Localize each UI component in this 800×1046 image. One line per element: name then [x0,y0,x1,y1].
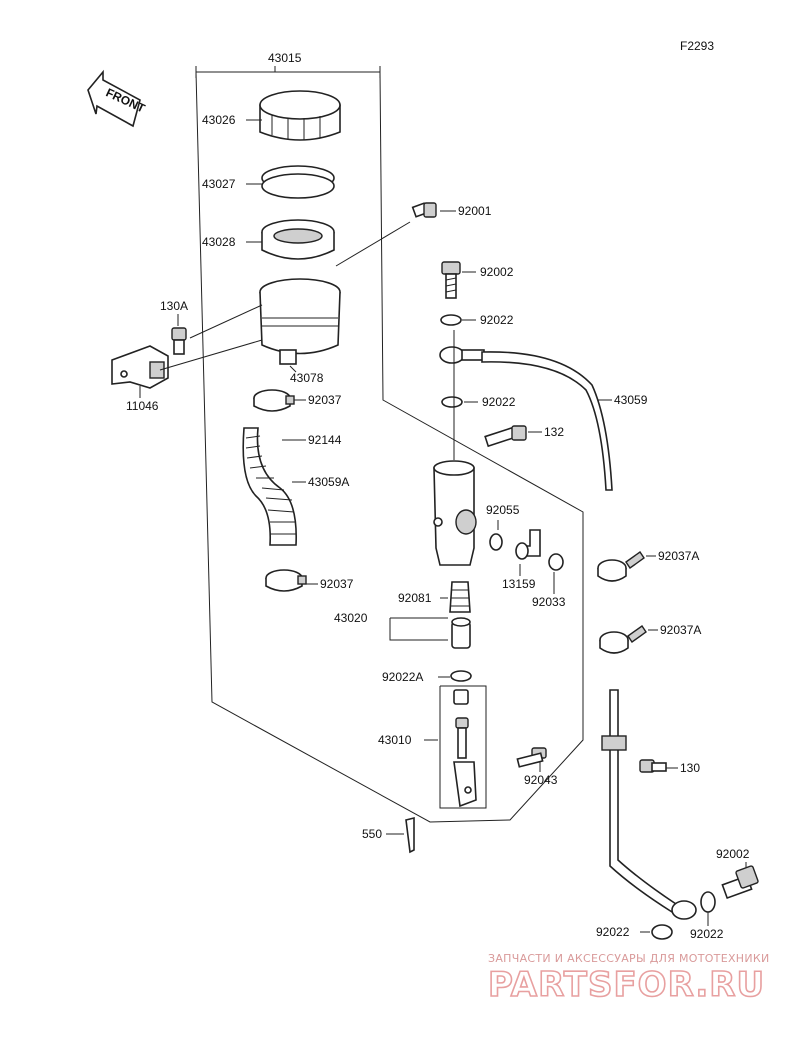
bolt-92001 [411,202,437,218]
reservoir-body [259,278,341,365]
hose-clamp-92037A-lower [599,625,647,654]
label-92022A: 92022A [382,670,423,684]
hose-banjo-fitting-upper [439,346,485,364]
circlip-92033 [548,553,564,571]
bracket-11046 [111,345,169,389]
brake-hose-lower [601,689,697,920]
label-130: 130 [680,761,700,775]
cotter-pin-550 [405,816,415,854]
washer-92022A [450,670,472,682]
o-ring-92055 [489,533,503,551]
washer-92022-a [440,314,462,326]
piston-cup-92081 [449,581,471,613]
label-13159: 13159 [502,577,536,591]
label-43026: 43026 [202,113,236,127]
reservoir-cap-43026 [259,90,341,141]
label-43015: 43015 [268,51,302,65]
push-rod-43010 [453,689,477,808]
master-cylinder-body [433,460,477,566]
pin-92043 [516,747,547,768]
label-92037-upper: 92037 [308,393,342,407]
label-43059: 43059 [614,393,648,407]
label-92037-lower: 92037 [320,577,354,591]
hose-clamp-92037A-upper [597,551,645,582]
washer-92022-d [700,891,716,913]
label-92037A-lower: 92037A [660,623,701,637]
watermark-tagline: ЗАПЧАСТИ И АКСЕССУАРЫ ДЛЯ МОТОТЕХНИКИ [488,952,770,965]
label-92043: 92043 [524,773,558,787]
banjo-bolt-92002-upper [441,261,461,299]
label-43028: 43028 [202,235,236,249]
hose-clamp-92037-upper [253,389,295,412]
bolt-132 [484,425,527,448]
label-43078: 43078 [290,371,324,385]
assembly-outline-43015 [195,66,584,823]
label-92001: 92001 [458,204,492,218]
label-92033: 92033 [532,595,566,609]
label-130A: 130A [160,299,188,313]
label-92022-c: 92022 [596,925,630,939]
label-92022-a: 92022 [480,313,514,327]
label-92055: 92055 [486,503,520,517]
hose-clamp-92037-lower [265,569,307,592]
figure-code: F2293 [680,39,714,53]
push-rod-group-outline [439,685,487,809]
piston-43020 [451,617,471,649]
label-43020: 43020 [334,611,368,625]
reservoir-hose-43059A [242,427,297,546]
label-43027: 43027 [202,177,236,191]
label-92022-b: 92022 [482,395,516,409]
label-92081: 92081 [398,591,432,605]
label-92022-d: 92022 [690,927,724,941]
bolt-130 [639,759,667,773]
washer-92022-c [651,924,673,940]
watermark-brand: PARTSFOR.RU [488,965,765,1005]
washer-92022-b [441,396,463,408]
diaphragm-43028 [261,219,335,260]
label-92002-lower: 92002 [716,847,750,861]
label-550: 550 [362,827,382,841]
label-11046: 11046 [126,399,159,413]
brake-hose-43059 [481,351,613,491]
diaphragm-plate-43027 [261,165,335,199]
hose-fitting-13159 [515,529,541,560]
label-43059A: 43059A [308,475,349,489]
label-92037A-upper: 92037A [658,549,699,563]
front-arrow-icon: FRONT [87,69,148,128]
label-43010: 43010 [378,733,412,747]
label-92002-upper: 92002 [480,265,514,279]
bolt-130A [171,327,187,355]
banjo-bolt-92002-lower [721,865,759,900]
label-92144: 92144 [308,433,342,447]
label-132: 132 [544,425,564,439]
